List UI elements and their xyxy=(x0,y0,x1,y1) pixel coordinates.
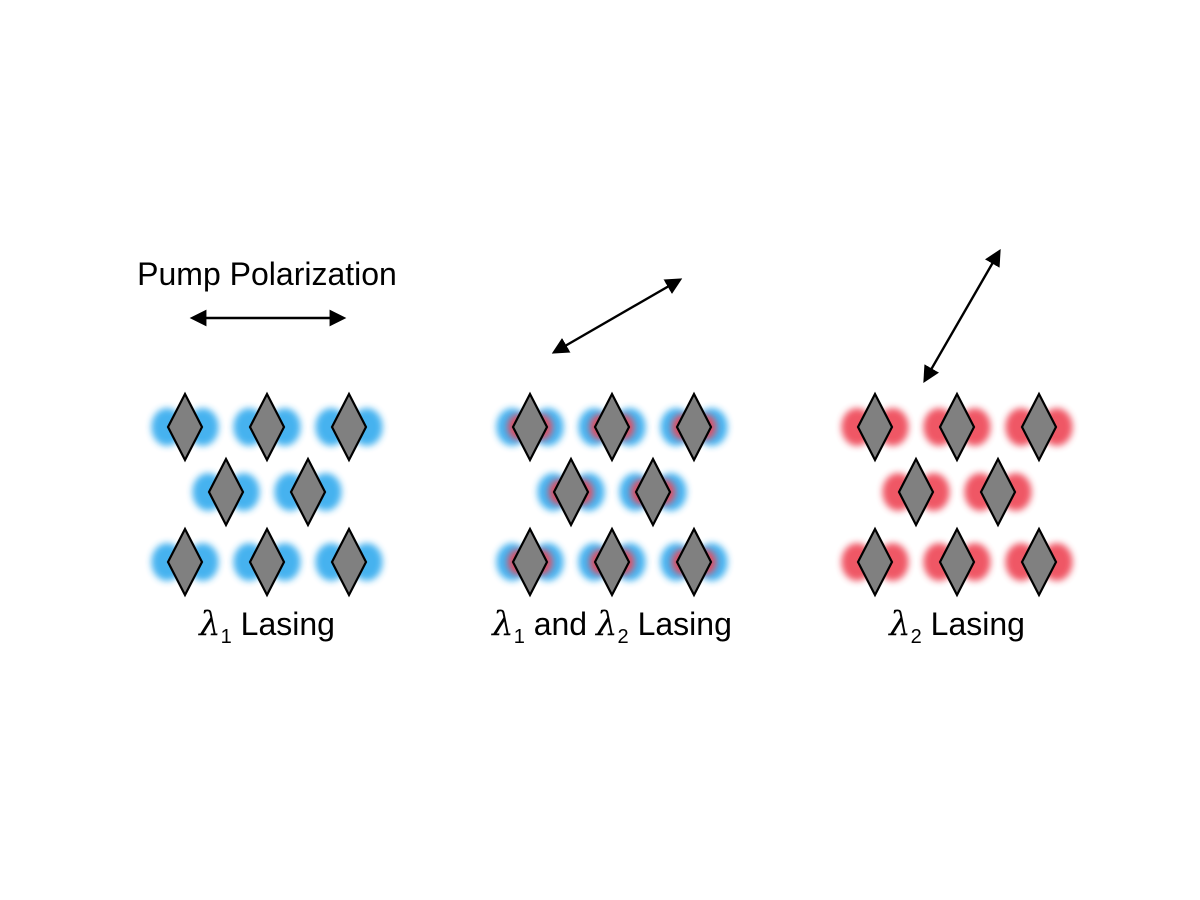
lambda-symbol: λ xyxy=(887,604,911,644)
pump-polarization-title: Pump Polarization xyxy=(137,256,397,292)
diamond-nanoparticle-icon xyxy=(330,526,368,598)
lambda-symbol: λ xyxy=(594,604,618,644)
diamond-nanoparticle-icon xyxy=(897,456,935,528)
diamond-nanoparticle-icon xyxy=(979,456,1017,528)
double-headed-arrow-icon xyxy=(551,278,683,354)
diamond-nanoparticle-icon xyxy=(248,526,286,598)
panel-lambda2: λ2 Lasing xyxy=(841,249,1073,648)
diamond-nanoparticle-icon xyxy=(938,526,976,598)
diamond-nanoparticle-icon xyxy=(593,526,631,598)
panel-both: λ1 and λ2 Lasing xyxy=(490,278,732,648)
diamond-nanoparticle-icon xyxy=(593,391,631,463)
diamond-nanoparticle-icon xyxy=(248,391,286,463)
diamond-nanoparticle-icon xyxy=(289,456,327,528)
diamond-nanoparticle-icon xyxy=(675,391,713,463)
diamond-nanoparticle-icon xyxy=(166,526,204,598)
diamond-nanoparticle-icon xyxy=(1020,391,1058,463)
diamond-nanoparticle-icon xyxy=(634,456,672,528)
diamond-nanoparticle-icon xyxy=(166,391,204,463)
caption-lasing: Lasing xyxy=(629,606,732,642)
lambda-symbol: λ xyxy=(197,604,221,644)
panel-caption: λ1 Lasing xyxy=(197,604,335,648)
diamond-nanoparticle-icon xyxy=(511,391,549,463)
diamond-nanoparticle-icon xyxy=(1020,526,1058,598)
caption-and: and xyxy=(525,606,596,642)
lambda-subscript: 1 xyxy=(221,626,232,648)
diamond-nanoparticle-icon xyxy=(938,391,976,463)
diamond-nanoparticle-icon xyxy=(675,526,713,598)
lambda-symbol: λ xyxy=(490,604,514,644)
diamond-nanoparticle-icon xyxy=(330,391,368,463)
panel-caption: λ2 Lasing xyxy=(887,604,1025,648)
diamond-nanoparticle-icon xyxy=(511,526,549,598)
caption-lasing: Lasing xyxy=(232,606,335,642)
caption-lasing: Lasing xyxy=(922,606,1025,642)
diamond-nanoparticle-icon xyxy=(856,391,894,463)
diamond-nanoparticle-icon xyxy=(856,526,894,598)
panel-caption: λ1 and λ2 Lasing xyxy=(490,604,732,648)
diamond-nanoparticle-icon xyxy=(552,456,590,528)
double-headed-arrow-icon xyxy=(923,249,1001,383)
lambda-subscript: 1 xyxy=(514,626,525,648)
diamond-nanoparticle-icon xyxy=(207,456,245,528)
lambda-subscript: 2 xyxy=(911,626,922,648)
panel-lambda1: λ1 Lasing xyxy=(151,309,383,648)
lambda-subscript: 2 xyxy=(618,626,629,648)
